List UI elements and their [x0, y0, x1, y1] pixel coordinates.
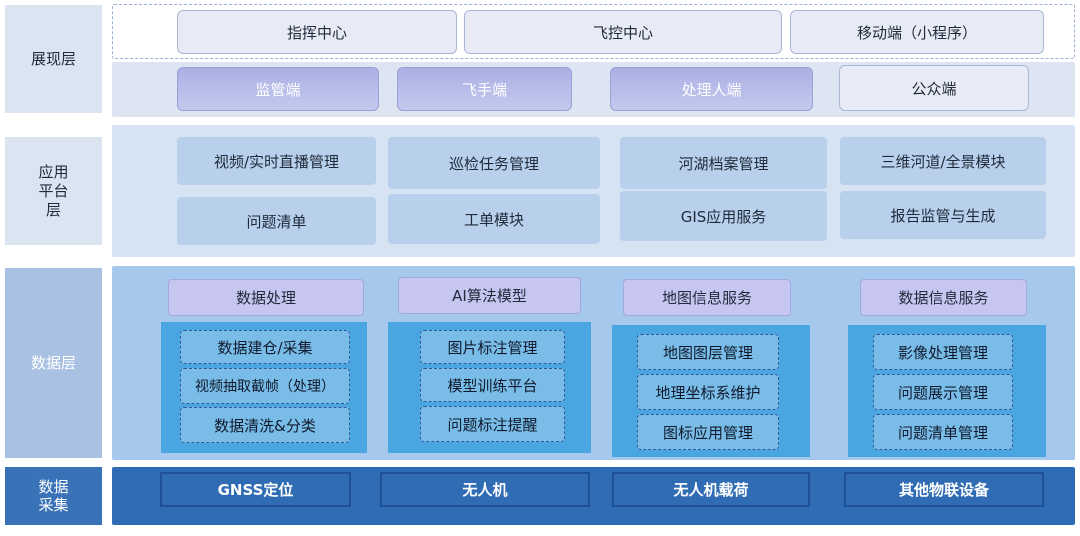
acquisition-item[interactable]: 其他物联设备 — [844, 472, 1044, 507]
presentation-item[interactable]: 公众端 — [839, 65, 1029, 111]
application-item[interactable]: 巡检任务管理 — [388, 137, 600, 189]
data-group-item[interactable]: 地理坐标系维护 — [637, 374, 779, 410]
layer-label-text: 展现层 — [30, 49, 76, 68]
data-group-item[interactable]: 图标应用管理 — [637, 414, 779, 450]
data-group-item[interactable]: 问题标注提醒 — [420, 406, 565, 442]
presentation-item[interactable]: 指挥中心 — [177, 10, 457, 54]
acquisition-item[interactable]: 无人机 — [380, 472, 590, 507]
layer-label-presentation: 展现层 — [5, 5, 102, 113]
data-group-item[interactable]: 数据建仓/采集 — [180, 330, 350, 364]
data-group-item[interactable]: 影像处理管理 — [873, 334, 1013, 370]
application-item[interactable]: 河湖档案管理 — [620, 137, 827, 189]
acquisition-panel — [112, 467, 1075, 525]
layer-label-text: 数据采集 — [38, 478, 69, 514]
data-group-item[interactable]: 模型训练平台 — [420, 368, 565, 402]
layer-label-text: 应用平台层 — [38, 162, 69, 219]
layer-label-data: 数据层 — [5, 268, 102, 458]
data-group-item[interactable]: 图片标注管理 — [420, 330, 565, 364]
data-group-title[interactable]: 数据处理 — [168, 279, 364, 316]
data-group-item[interactable]: 数据清洗&分类 — [180, 407, 350, 443]
application-item[interactable]: 三维河道/全景模块 — [840, 137, 1046, 185]
acquisition-item[interactable]: GNSS定位 — [160, 472, 351, 507]
data-group-title[interactable]: 地图信息服务 — [623, 279, 791, 316]
data-group-item[interactable]: 问题清单管理 — [873, 414, 1013, 450]
presentation-item[interactable]: 飞控中心 — [464, 10, 782, 54]
presentation-item[interactable]: 移动端（小程序） — [790, 10, 1044, 54]
presentation-item[interactable]: 处理人端 — [610, 67, 813, 111]
data-group-title[interactable]: 数据信息服务 — [860, 279, 1027, 316]
application-item[interactable]: 问题清单 — [177, 197, 376, 245]
presentation-item[interactable]: 监管端 — [177, 67, 379, 111]
data-group-title[interactable]: AI算法模型 — [398, 277, 581, 314]
layer-label-application: 应用平台层 — [5, 137, 102, 245]
application-item[interactable]: 视频/实时直播管理 — [177, 137, 376, 185]
application-item[interactable]: 工单模块 — [388, 194, 600, 244]
application-item[interactable]: GIS应用服务 — [620, 191, 827, 241]
layer-label-text: 数据层 — [30, 353, 76, 372]
data-group-item[interactable]: 视频抽取截帧（处理） — [180, 368, 350, 404]
application-item[interactable]: 报告监管与生成 — [840, 191, 1046, 239]
layer-label-acquisition: 数据采集 — [5, 467, 102, 525]
data-group-item[interactable]: 问题展示管理 — [873, 374, 1013, 410]
data-group-item[interactable]: 地图图层管理 — [637, 334, 779, 370]
acquisition-item[interactable]: 无人机载荷 — [612, 472, 810, 507]
presentation-item[interactable]: 飞手端 — [397, 67, 572, 111]
